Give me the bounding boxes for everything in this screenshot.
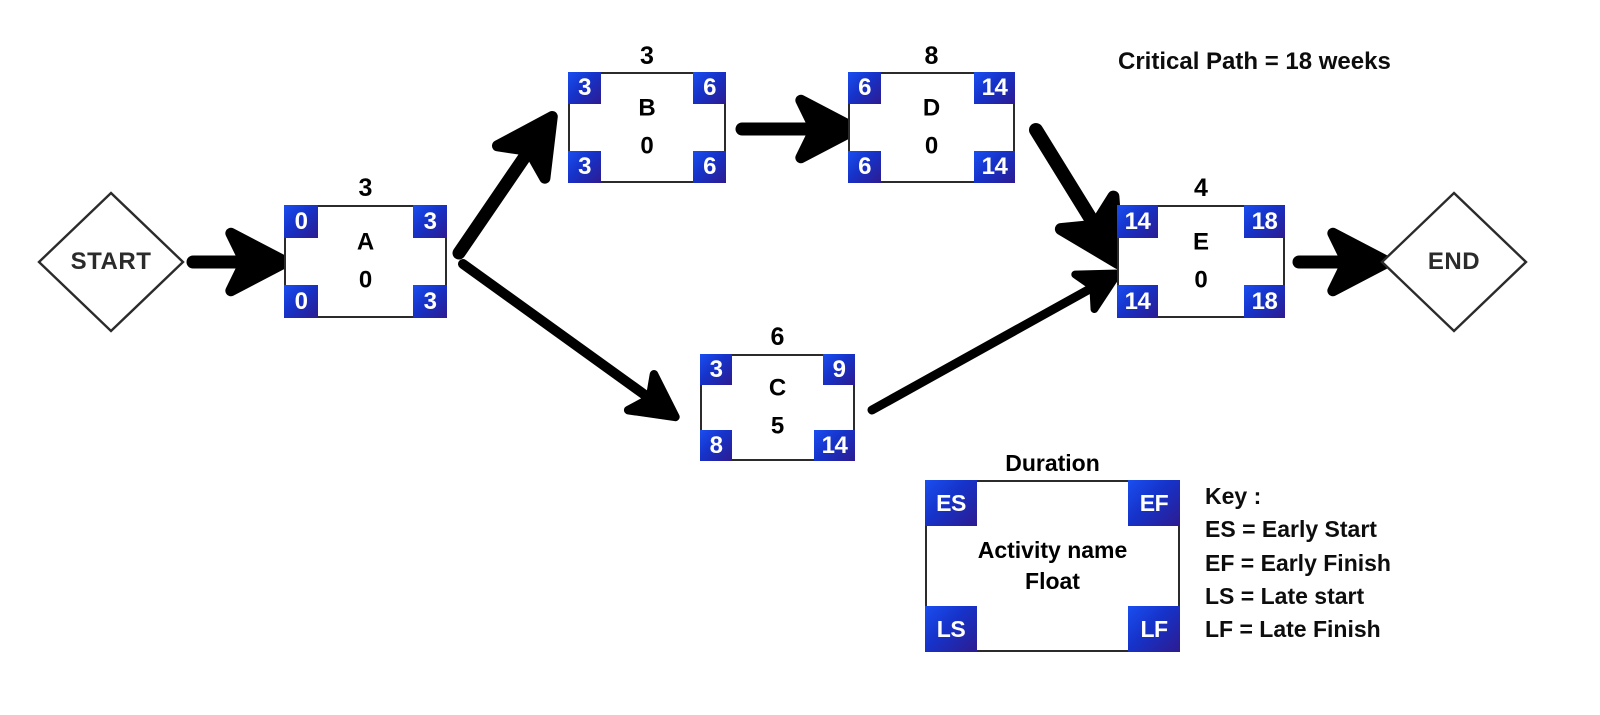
duration-e: 4	[1194, 174, 1208, 202]
node-d-es: 6	[848, 72, 881, 104]
node-c-lf: 14	[814, 430, 855, 461]
duration-b: 3	[640, 42, 654, 70]
activity-node-e[interactable]: 14 18 14 18 E 0	[1117, 205, 1285, 318]
node-a-ef: 3	[413, 205, 447, 238]
node-c-es: 3	[700, 354, 732, 385]
node-e-es: 14	[1117, 205, 1158, 238]
node-b-center: B 0	[570, 89, 724, 166]
key-line-ls: LS = Late start	[1205, 583, 1365, 610]
legend-es-badge: ES	[925, 480, 977, 526]
legend-key-block: Key : ES = Early Start EF = Early Finish…	[1205, 480, 1391, 647]
end-label: END	[1427, 248, 1481, 275]
arrow-c-to-e	[867, 269, 1122, 415]
node-b-name: B	[638, 94, 656, 122]
arrow-a-to-c	[458, 259, 680, 422]
legend-duration-label: Duration	[1005, 450, 1100, 476]
activity-node-b[interactable]: 3 6 3 6 B 0	[568, 72, 726, 183]
legend-activity-name: Activity name	[977, 536, 1128, 563]
node-b-ef: 6	[693, 72, 726, 104]
legend-activity-box: ES EF LS LF Activity name Float	[925, 480, 1180, 652]
node-e-float: 0	[1194, 266, 1208, 294]
node-b-es: 3	[568, 72, 601, 104]
start-node[interactable]: START	[37, 191, 185, 333]
key-line-lf: LF = Late Finish	[1205, 616, 1381, 643]
node-d-ls: 6	[848, 151, 881, 183]
node-e-name: E	[1192, 228, 1209, 256]
node-a-es: 0	[284, 205, 318, 238]
key-line-es: ES = Early Start	[1205, 516, 1377, 543]
legend-float: Float	[1025, 568, 1080, 594]
node-b-ls: 3	[568, 151, 601, 183]
legend-lf-badge: LF	[1128, 606, 1180, 652]
node-d-ef: 14	[974, 72, 1015, 104]
node-d-center: D 0	[850, 89, 1013, 166]
node-a-center: A 0	[286, 223, 445, 300]
critical-path-title: Critical Path = 18 weeks	[1118, 48, 1391, 75]
duration-a: 3	[358, 174, 373, 202]
node-a-ls: 0	[284, 285, 318, 318]
node-d-name: D	[922, 94, 941, 122]
duration-d: 8	[924, 42, 939, 70]
arrow-d-to-e	[1029, 123, 1125, 270]
activity-node-a[interactable]: 0 3 0 3 A 0	[284, 205, 447, 318]
node-d-float: 0	[924, 132, 939, 160]
key-title: Key :	[1205, 483, 1262, 509]
arrow-a-to-b	[452, 111, 558, 260]
node-a-name: A	[356, 228, 375, 256]
node-a-lf: 3	[413, 285, 447, 318]
legend-ls-badge: LS	[925, 606, 977, 652]
node-a-float: 0	[358, 266, 373, 294]
legend-center: Activity name Float	[927, 535, 1178, 597]
node-c-center: C 5	[702, 369, 853, 446]
node-b-float: 0	[640, 132, 654, 160]
node-c-ef: 9	[823, 354, 855, 385]
node-e-ef: 18	[1244, 205, 1285, 238]
node-b-lf: 6	[693, 151, 726, 183]
node-e-center: E 0	[1119, 223, 1283, 300]
end-node[interactable]: END	[1380, 191, 1528, 333]
start-diamond-shape	[37, 191, 185, 333]
end-diamond-shape	[1380, 191, 1528, 333]
node-c-ls: 8	[700, 430, 732, 461]
node-c-float: 5	[770, 412, 785, 440]
duration-c: 6	[770, 323, 785, 351]
node-e-ls: 14	[1117, 285, 1158, 318]
node-c-name: C	[768, 374, 787, 402]
activity-node-c[interactable]: 3 9 8 14 C 5	[700, 354, 855, 461]
start-label: START	[70, 248, 152, 275]
node-e-lf: 18	[1244, 285, 1285, 318]
node-d-lf: 14	[974, 151, 1015, 183]
key-line-ef: EF = Early Finish	[1205, 549, 1391, 576]
legend-ef-badge: EF	[1128, 480, 1180, 526]
activity-node-d[interactable]: 6 14 6 14 D 0	[848, 72, 1015, 183]
